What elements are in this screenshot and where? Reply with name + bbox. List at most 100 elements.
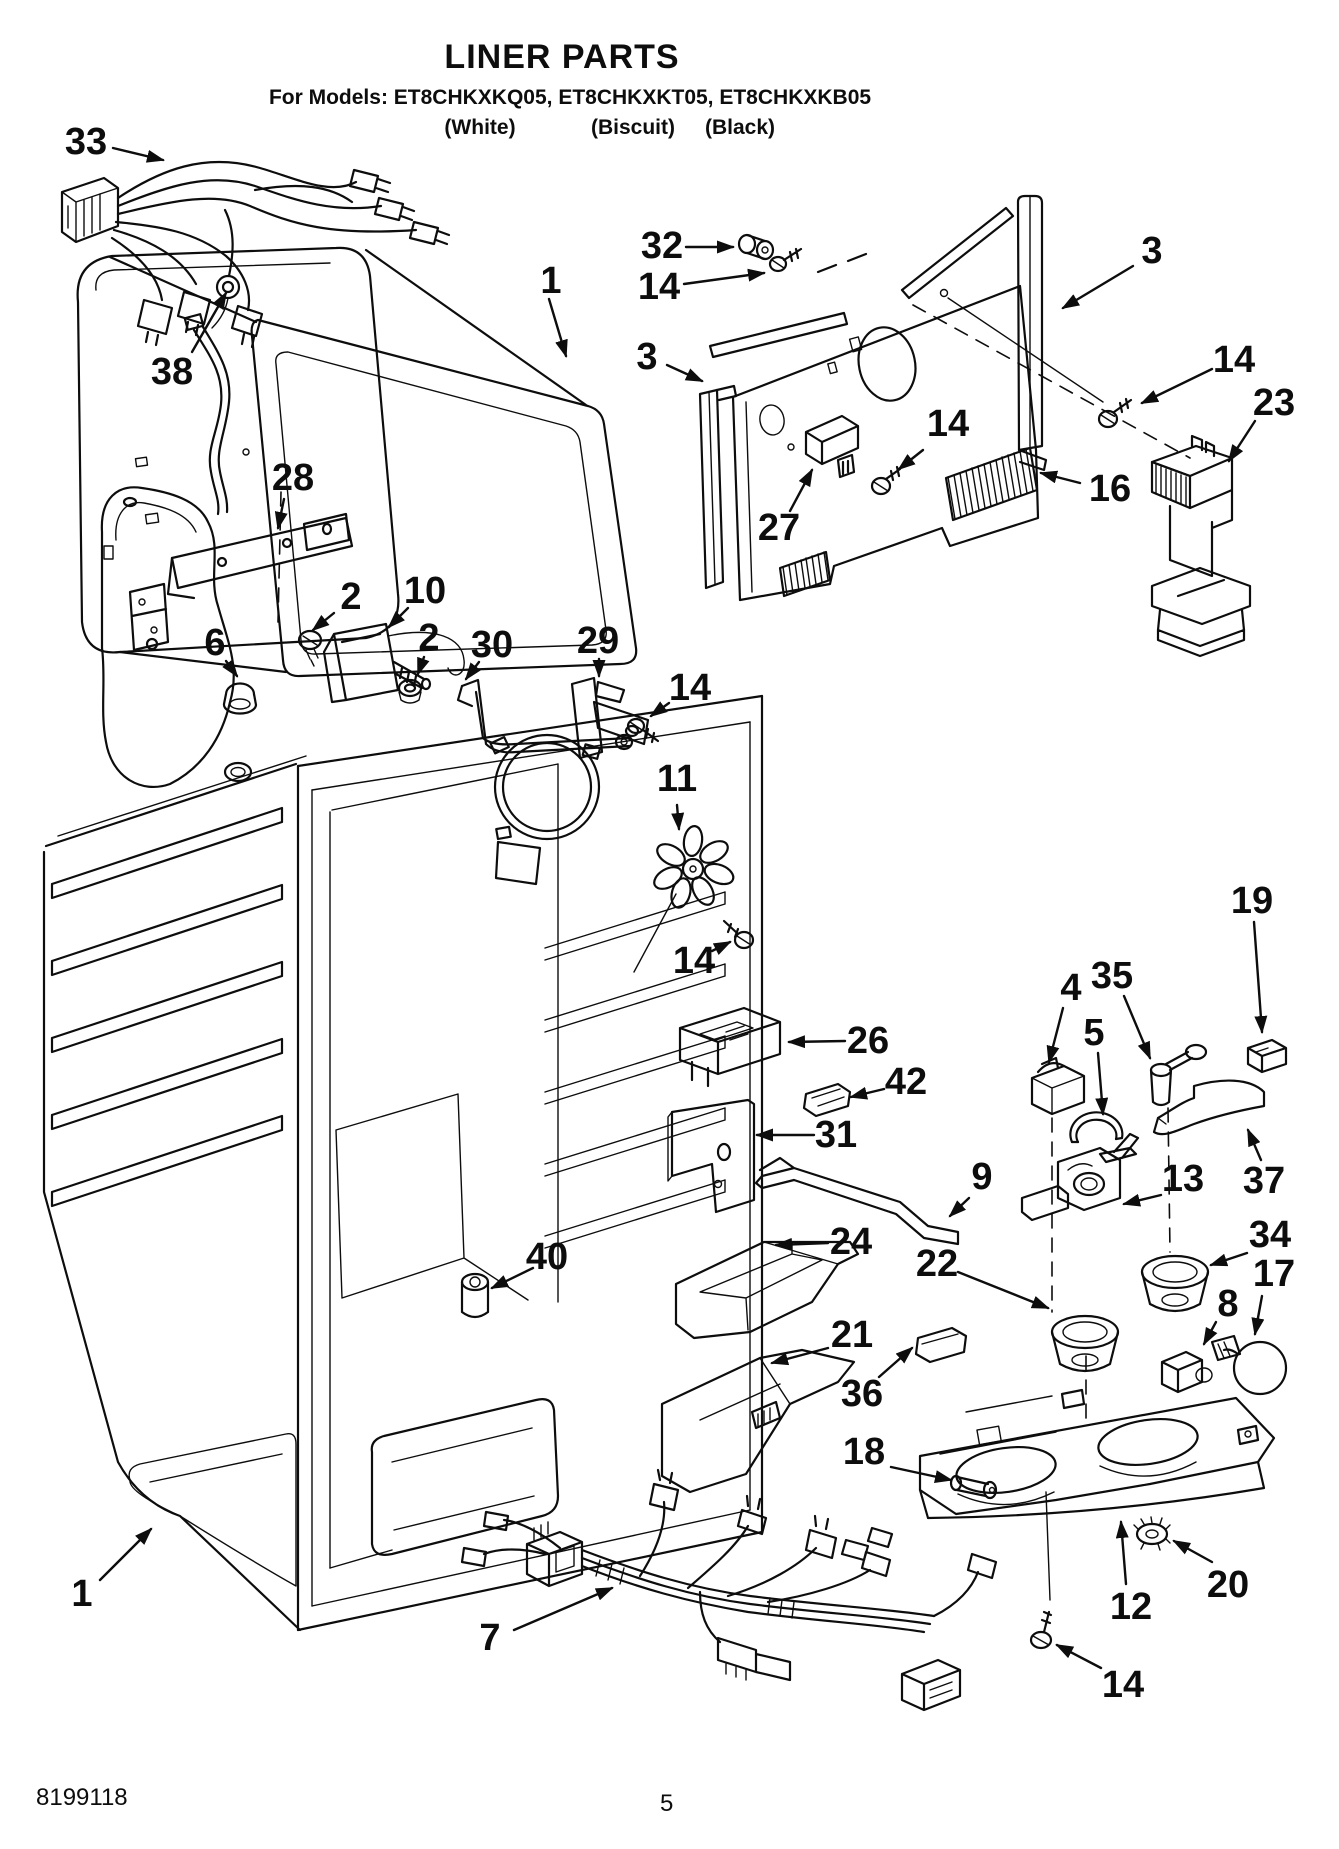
callout-arrow-40-43 [490,1266,535,1290]
callout-arrow-4-34 [1046,1006,1065,1064]
callout-arrow-3-5 [665,363,704,383]
callout-label-24-26: 24 [830,1221,872,1263]
models-line: For Models: ET8CHKXKQ05, ET8CHKXKT05, ET… [268,86,872,109]
callout-arrow-33-0 [111,146,165,163]
callout-label-14-7: 14 [927,403,969,445]
evaporator-parts [660,1006,998,1500]
callout-arrow-21-38 [770,1346,830,1366]
callout-arrow-24-26 [774,1237,830,1251]
freezer-liner-internals [100,325,650,789]
callout-label-37-32: 37 [1243,1160,1285,1202]
callout-arrow-7-44 [512,1586,614,1632]
callout-label-36-37: 36 [841,1373,883,1415]
callout-arrow-12-40 [1115,1520,1129,1586]
callout-label-33-0: 33 [65,121,107,163]
callout-arrow-18-39 [889,1465,953,1483]
callout-arrow-14-9 [1140,367,1214,405]
callout-label-2-15: 2 [418,617,439,659]
page-title: LINER PARTS [444,38,680,76]
callout-arrow-10-14 [387,606,410,629]
callout-arrow-36-37 [877,1346,914,1379]
callout-arrow-2-15 [416,655,430,676]
callout-arrow-35-35 [1122,994,1152,1060]
callout-label-6-18: 6 [204,622,225,664]
callout-arrow-14-19 [649,701,671,718]
callout-arrow-28-12 [274,497,288,530]
callout-label-14-19: 14 [669,667,711,709]
callout-label-40-43: 40 [526,1236,568,1278]
callout-arrow-34-28 [1209,1251,1249,1267]
color-note-biscuit: (Biscuit) [591,116,675,139]
callout-arrow-5-36 [1095,1051,1109,1116]
callout-arrow-1-45 [98,1527,153,1582]
callout-label-3-8: 3 [1141,230,1162,272]
callout-arrow-30-16 [464,660,481,681]
bottom-wire-harness [460,1468,998,1712]
callout-arrow-1-2 [547,297,568,358]
callout-label-32-3: 32 [641,225,683,267]
damper-control [1150,434,1252,658]
callout-arrow-14-7 [897,448,925,471]
callout-arrow-22-27 [956,1270,1050,1310]
callout-arrow-38-1 [190,291,228,354]
callout-arrow-20-41 [1172,1539,1214,1564]
callout-label-35-35: 35 [1091,955,1133,997]
callout-label-14-4: 14 [638,266,680,308]
callout-label-34-28: 34 [1249,1214,1291,1256]
callout-label-2-13: 2 [340,576,361,618]
callout-label-3-5: 3 [636,336,657,378]
callout-label-38-1: 38 [151,351,193,393]
top-wire-harness [60,160,451,349]
callout-label-4-34: 4 [1060,967,1081,1009]
callout-label-14-9: 14 [1213,339,1255,381]
callout-label-20-41: 20 [1207,1564,1249,1606]
page-number: 5 [660,1790,674,1817]
callout-label-42-23: 42 [885,1061,927,1103]
callout-label-29-17: 29 [577,620,619,662]
ice-chute-parts [1020,1038,1288,1429]
callout-label-14-42: 14 [1102,1664,1144,1706]
callout-arrow-16-11 [1039,470,1082,485]
callout-arrow-8-30 [1202,1320,1218,1346]
callout-label-21-38: 21 [831,1314,873,1356]
callout-label-28-12: 28 [272,457,314,499]
callout-label-7-44: 7 [479,1617,500,1659]
callout-label-1-45: 1 [71,1573,92,1615]
callout-arrow-2-13 [311,611,336,632]
callout-label-16-11: 16 [1089,468,1131,510]
callout-arrow-6-18 [222,659,239,678]
callout-arrow-23-10 [1227,419,1257,463]
fan-assembly [489,717,755,973]
main-liner [42,694,764,1632]
callout-arrow-11-20 [671,803,685,831]
callout-label-18-39: 18 [843,1431,885,1473]
callout-label-26-22: 26 [847,1020,889,1062]
callout-label-22-27: 22 [916,1243,958,1285]
callout-label-27-6: 27 [758,507,800,549]
callout-arrow-26-22 [787,1035,847,1049]
color-note-white: (White) [444,116,516,139]
callout-label-10-14: 10 [404,570,446,612]
callout-arrow-13-31 [1122,1193,1163,1207]
callout-arrow-42-23 [849,1086,886,1100]
air-duct-panel [698,194,1191,602]
callout-label-13-31: 13 [1162,1158,1204,1200]
callout-label-5-36: 5 [1083,1012,1104,1054]
callout-arrow-9-25 [948,1196,971,1218]
callout-label-9-25: 9 [971,1156,992,1198]
callout-arrow-14-4 [682,268,766,286]
callout-label-1-2: 1 [540,260,561,302]
callout-label-8-30: 8 [1217,1283,1238,1325]
callout-arrow-14-42 [1055,1643,1103,1670]
callout-arrow-17-29 [1251,1294,1265,1336]
callout-arrow-27-6 [788,468,814,513]
callout-label-14-21: 14 [673,940,715,982]
document-number: 8199118 [36,1784,128,1811]
callout-arrow-37-32 [1246,1128,1263,1162]
callout-label-17-29: 17 [1253,1253,1295,1295]
callout-arrow-3-8 [1061,264,1135,310]
callout-label-23-10: 23 [1253,382,1295,424]
